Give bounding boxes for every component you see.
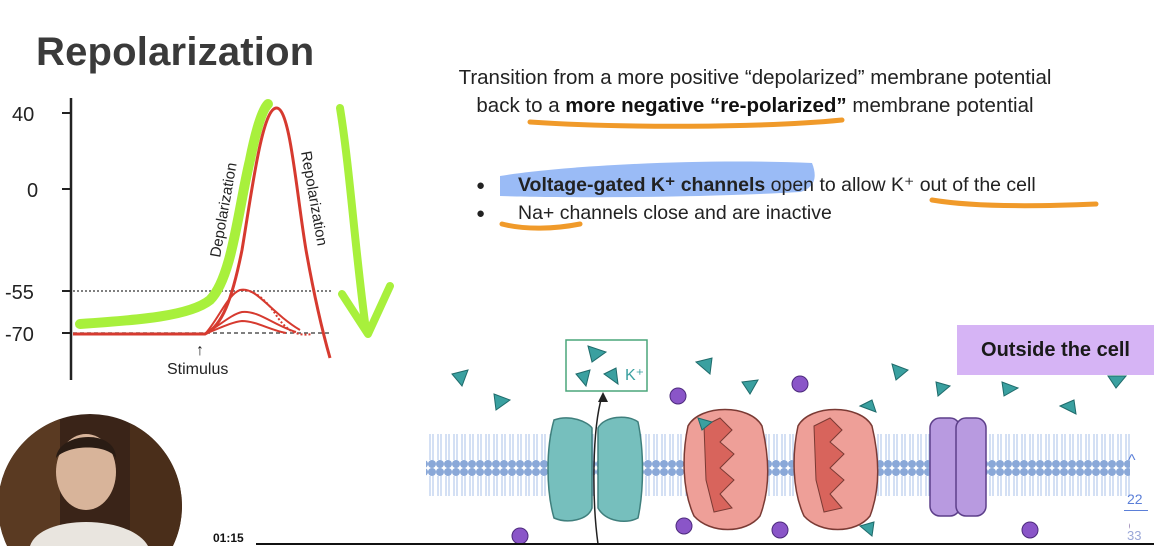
action-potential-chart: 40 0 -55 -70 Depolarization Repolarizati… <box>5 98 394 380</box>
purple-ions <box>511 375 1130 545</box>
bullet-item-1: Voltage-gated K⁺ channels open to allow … <box>476 172 1078 199</box>
dotted-curve <box>241 289 313 336</box>
k-ions <box>451 345 1128 537</box>
green-arrow-down <box>336 104 370 334</box>
membrane-diagram: K⁺ <box>426 339 1130 545</box>
description-line-1: Transition from a more positive “depolar… <box>458 66 1052 89</box>
bullet-list: Voltage-gated K⁺ channels open to allow … <box>476 172 1116 228</box>
total-pages: 33 <box>1127 528 1142 543</box>
subthreshold-curve-3 <box>204 319 287 335</box>
ion-box <box>565 339 648 392</box>
tick-label-40: 40 <box>12 104 34 126</box>
webcam-avatar <box>0 414 182 546</box>
current-page: 22 <box>1127 491 1143 507</box>
k-ion-label: K⁺ <box>625 367 644 384</box>
shirt <box>30 522 148 546</box>
stimulus-arrow: ↑ <box>196 342 204 359</box>
orange-underline-1 <box>527 117 845 129</box>
subthreshold-curve-1 <box>204 288 301 335</box>
na-channel-1 <box>683 408 769 531</box>
description-line-2: back to a more negative “re-polarized” m… <box>476 94 1034 117</box>
tick-label-70: -70 <box>5 324 34 346</box>
green-highlight-depol <box>75 99 273 329</box>
video-progress-track[interactable] <box>256 543 1154 545</box>
lipid-bilayer <box>426 434 1130 496</box>
pager-divider <box>1124 510 1148 511</box>
stimulus-label: Stimulus <box>167 361 228 378</box>
hair <box>56 436 116 458</box>
green-arrow-head <box>338 282 394 338</box>
k-channel <box>547 392 644 545</box>
outside-cell-label: Outside the cell <box>957 325 1154 375</box>
tick-label-55: -55 <box>5 282 34 304</box>
tick-label-0: 0 <box>27 180 38 202</box>
slide-title: Repolarization <box>36 30 315 74</box>
purple-channel <box>929 417 987 517</box>
page-up-icon[interactable]: ^ <box>1128 452 1136 469</box>
video-timestamp: 01:15 <box>213 531 244 545</box>
face <box>56 434 116 510</box>
description-bold: more negative “re-polarized” <box>565 94 847 117</box>
bullet-item-2: Na+ channels close and are inactive <box>476 200 1116 227</box>
slide-description: Transition from a more positive “depolar… <box>398 64 1112 120</box>
spike-curve <box>73 106 332 359</box>
subthreshold-curve-2 <box>204 310 297 335</box>
na-channel-2 <box>793 408 879 531</box>
